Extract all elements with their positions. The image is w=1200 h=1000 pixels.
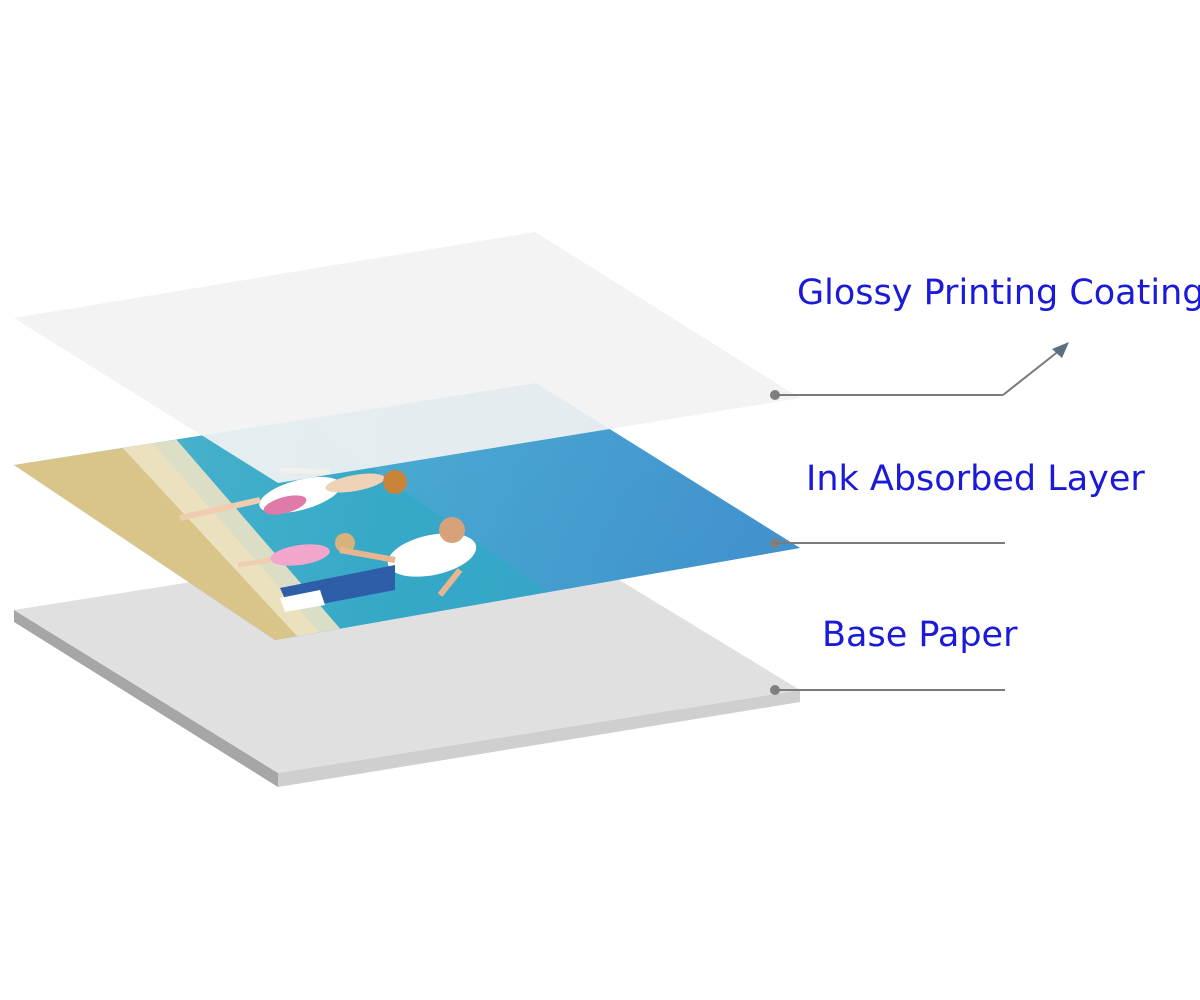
label-ink-absorbed-layer: Ink Absorbed Layer	[806, 459, 1145, 499]
arrow-head-icon	[1052, 342, 1069, 358]
leader-glossy	[770, 342, 1069, 400]
label-base-paper: Base Paper	[822, 615, 1018, 655]
base-paper-right-edge	[278, 690, 800, 787]
leader-base	[770, 685, 1005, 695]
label-glossy-printing-coating: Glossy Printing Coating	[797, 273, 1200, 313]
base-paper-front-edge	[14, 610, 278, 787]
leader-ink	[770, 538, 1005, 548]
photo-people	[179, 467, 477, 612]
glossy-coating-sheet	[14, 232, 800, 483]
